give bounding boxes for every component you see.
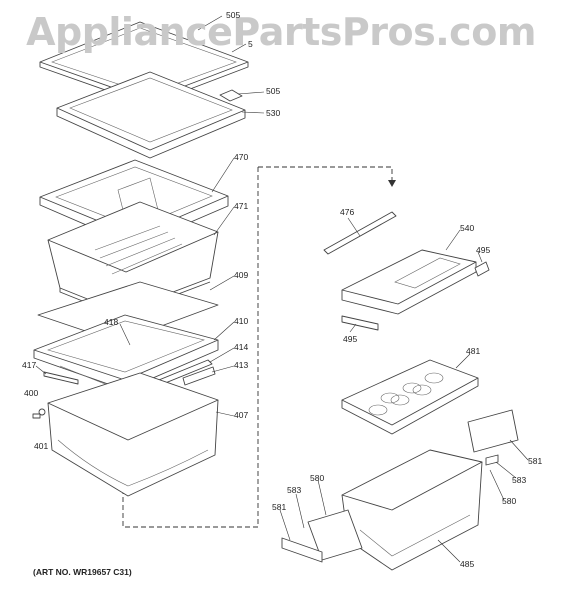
egg-tray-cover <box>341 359 479 435</box>
shelf-frame <box>56 71 246 159</box>
part-label: 5 <box>248 39 253 49</box>
part-label: 580 <box>310 473 325 483</box>
part-label: 505 <box>266 86 281 96</box>
shelf-tray-540 <box>341 249 477 315</box>
part-label: 400 <box>24 388 39 398</box>
part-label: 540 <box>460 223 475 233</box>
small-fasteners <box>32 408 46 419</box>
part-label: 413 <box>234 360 249 370</box>
drawer-slides <box>281 409 519 563</box>
part-label: 581 <box>528 456 543 466</box>
rod-417 <box>43 371 79 385</box>
part-label: 481 <box>466 346 481 356</box>
part-label: 580 <box>502 496 517 506</box>
part-label: 505 <box>226 10 241 20</box>
part-label: 583 <box>512 475 527 485</box>
part-label: 476 <box>340 207 355 217</box>
deli-drawer <box>341 449 483 571</box>
part-label: 581 <box>272 502 287 512</box>
shelf-trim-476 <box>323 211 397 255</box>
part-label: 418 <box>104 317 119 327</box>
part-label: 583 <box>287 485 302 495</box>
crisper-drawer <box>47 372 219 497</box>
part-label: 471 <box>234 201 249 211</box>
part-label: 417 <box>22 360 37 370</box>
part-label: 530 <box>266 108 281 118</box>
leader-lines <box>35 15 529 563</box>
part-label: 410 <box>234 316 249 326</box>
part-label: 401 <box>34 441 49 451</box>
dashed-guide-line <box>122 166 396 528</box>
part-label: 409 <box>234 270 249 280</box>
part-label: 414 <box>234 342 249 352</box>
shelf-clips <box>341 261 490 331</box>
part-label: 470 <box>234 152 249 162</box>
art-number: (ART NO. WR19657 C31) <box>33 567 132 577</box>
part-label: 485 <box>460 559 475 569</box>
part-label: 407 <box>234 410 249 420</box>
part-label: 495 <box>343 334 358 344</box>
part-label: 495 <box>476 245 491 255</box>
